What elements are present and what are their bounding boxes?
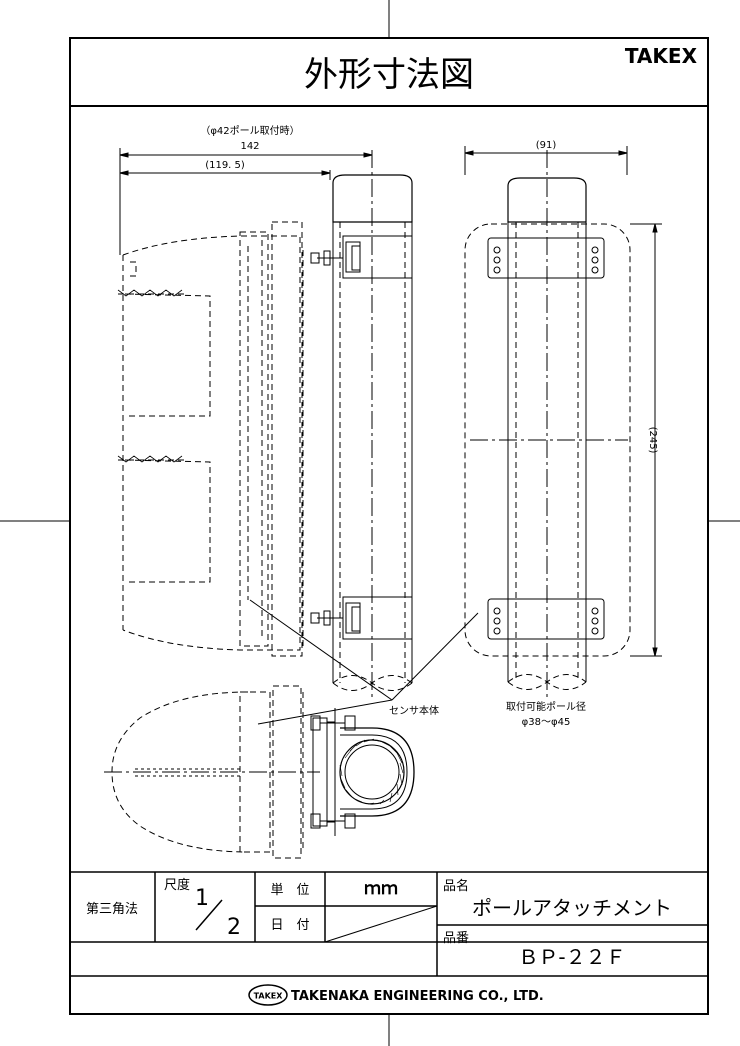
front-view <box>117 148 479 701</box>
company-logo: TAKEX <box>248 984 288 1006</box>
brand-logo: TAKEX <box>625 44 698 68</box>
side-view <box>464 146 662 700</box>
unit-label: 単 位 <box>270 882 309 898</box>
product-name-label: 品名 <box>443 878 469 894</box>
part-number-label: 品番 <box>443 931 469 946</box>
unit-value: ｍｍ <box>364 879 398 899</box>
width-inner-label: (119. 5) <box>205 160 245 171</box>
logo-text: TAKEX <box>254 992 284 1001</box>
sheet-title: 外形寸法図 <box>304 55 474 95</box>
date-label: 日 付 <box>270 918 309 933</box>
company-name: TAKENAKA ENGINEERING CO., LTD. <box>291 989 544 1004</box>
width-total-label: 142 <box>240 141 259 152</box>
pole-diameter-range: φ38～φ45 <box>522 717 571 728</box>
width-side-label: (91) <box>536 140 557 151</box>
sensor-body-label: センサ本体 <box>389 704 439 717</box>
sheet-frame <box>69 37 709 1015</box>
part-number-value: ＢＰ-２２Ｆ <box>518 945 625 969</box>
title-block <box>70 871 708 977</box>
scale-denominator: 2 <box>227 915 241 940</box>
top-view <box>104 685 415 859</box>
scale-numerator: 1 <box>195 886 209 911</box>
product-name-value: ポールアタッチメント <box>472 896 672 920</box>
height-side-label: (245) <box>647 427 658 454</box>
projection-label: 第三角法 <box>86 902 138 917</box>
pole-note-label: （φ42ポール取付時） <box>200 124 299 137</box>
pole-diameter-title: 取付可能ポール径 <box>506 700 586 713</box>
scale-label: 尺度 <box>164 877 190 893</box>
